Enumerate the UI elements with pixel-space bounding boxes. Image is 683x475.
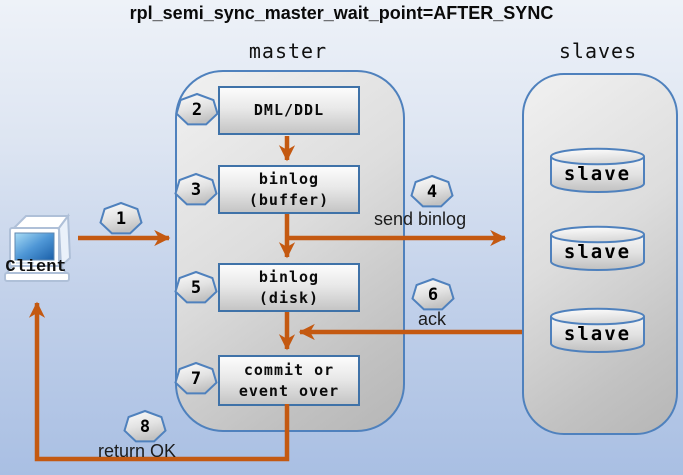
diagram-title: rpl_semi_sync_master_wait_point=AFTER_SY… xyxy=(129,3,554,23)
slaves-group-label: slaves xyxy=(558,39,638,63)
step-badge-1: 1 xyxy=(99,201,143,237)
node-commit: commit or event over xyxy=(218,355,360,406)
heptagon-icon xyxy=(123,409,167,443)
step-badge-3: 3 xyxy=(174,172,218,208)
node-dml-ddl: DML/DDL xyxy=(218,86,360,135)
heptagon-icon xyxy=(174,361,218,395)
heptagon-icon xyxy=(175,92,219,126)
client-label: Client xyxy=(5,258,67,277)
slave-label: slave xyxy=(563,323,632,345)
database-cylinder-icon xyxy=(550,307,645,353)
step-badge-5: 5 xyxy=(174,270,218,306)
heptagon-icon xyxy=(174,270,218,304)
heptagon-icon xyxy=(99,201,143,235)
slave-node-2: slave xyxy=(549,225,646,272)
slave-node-1: slave xyxy=(549,147,646,194)
ack-label: ack xyxy=(418,309,447,329)
send-binlog-label: send binlog xyxy=(374,209,467,229)
heptagon-icon xyxy=(174,172,218,206)
slave-node-3: slave xyxy=(549,307,646,354)
slave-label: slave xyxy=(563,241,632,263)
slave-label: slave xyxy=(563,163,632,185)
heptagon-icon xyxy=(411,277,455,311)
database-cylinder-icon xyxy=(550,225,645,271)
step-badge-7: 7 xyxy=(174,361,218,397)
node-binlog-disk: binlog (disk) xyxy=(218,263,360,312)
node-binlog-buffer: binlog (buffer) xyxy=(218,165,360,214)
heptagon-icon xyxy=(410,174,454,208)
database-cylinder-icon xyxy=(550,147,645,193)
step-badge-2: 2 xyxy=(175,92,219,128)
client-computer-icon xyxy=(4,213,72,282)
step-badge-6: 6 xyxy=(411,277,455,313)
step-badge-4: 4 xyxy=(410,174,454,210)
return-ok-label: return OK xyxy=(98,441,177,461)
step-badge-8: 8 xyxy=(123,409,167,445)
master-group-label: master xyxy=(248,39,328,63)
